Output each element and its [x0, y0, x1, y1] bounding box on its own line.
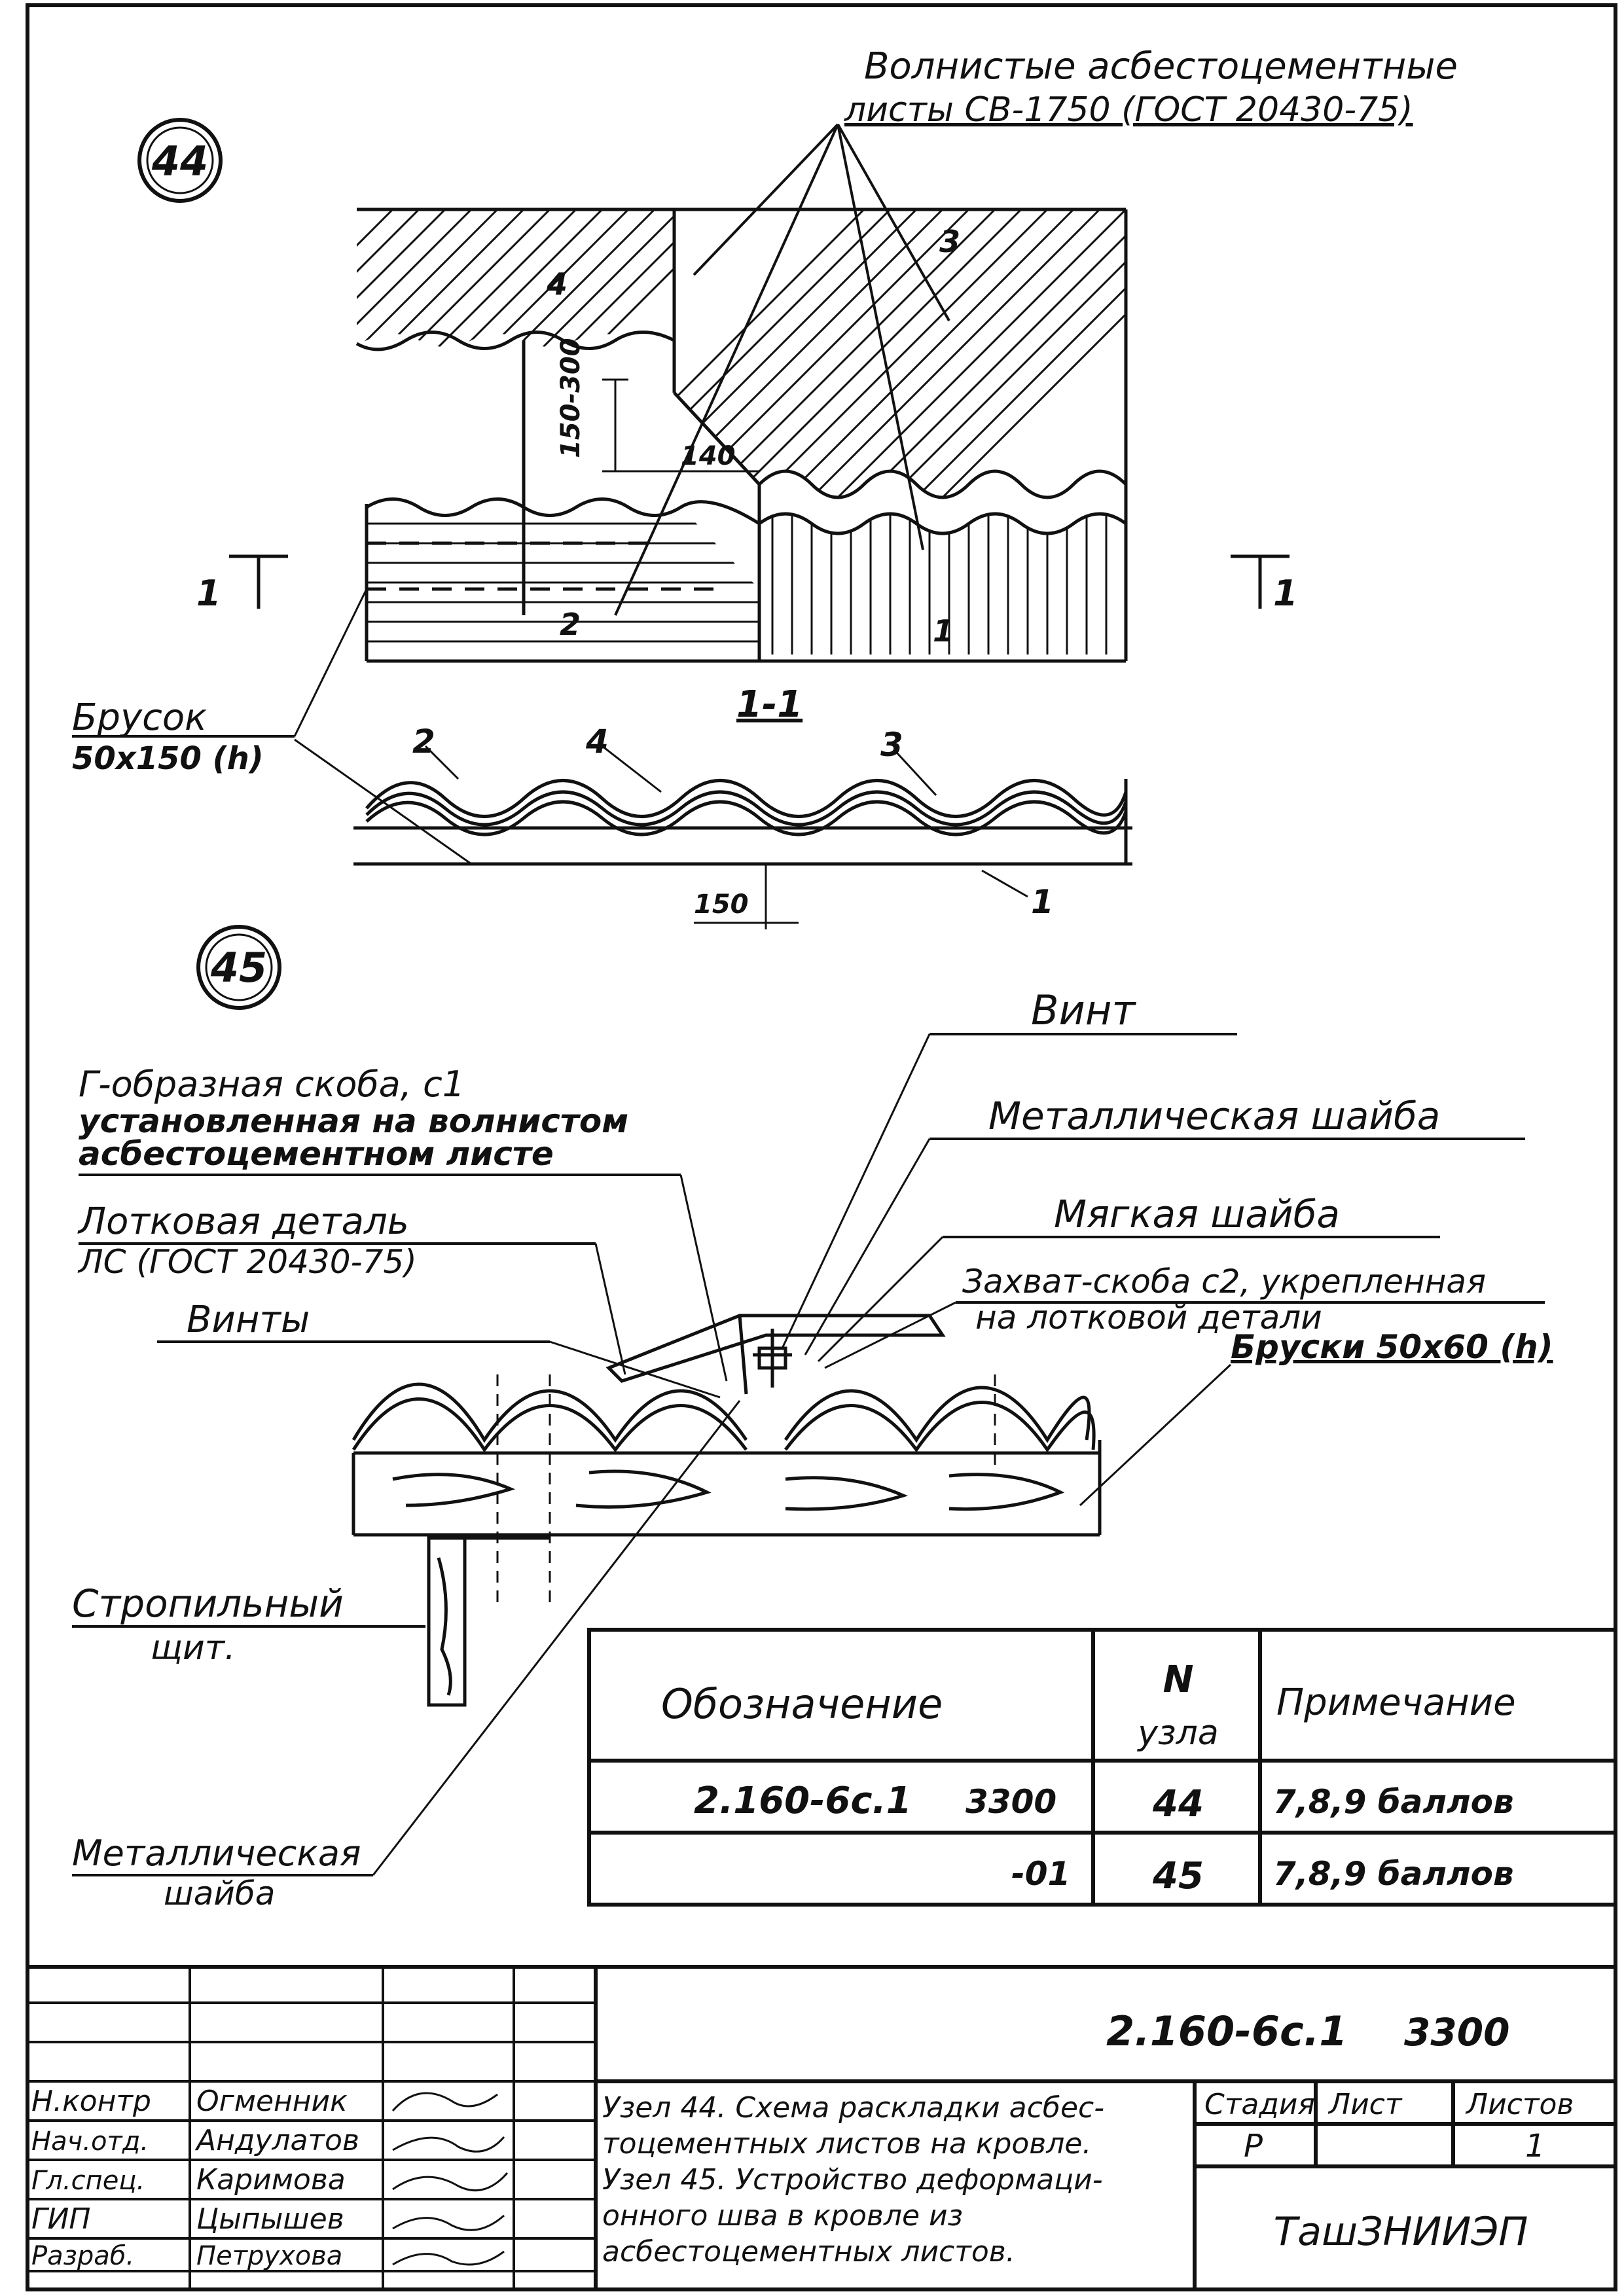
name-3: Цыпышев — [196, 2202, 344, 2236]
table-header-node-line2: узла — [1136, 1713, 1219, 1753]
organization: ТашЗНИИЭП — [1274, 2209, 1528, 2255]
node-45-number: 45 — [210, 944, 267, 992]
plan-sheet-1 — [357, 209, 674, 347]
callout-4: 4 — [546, 266, 568, 302]
label-tray-line1: Лотковая деталь — [77, 1200, 409, 1243]
label-metal-washer-bottom-line2: шайба — [164, 1874, 275, 1912]
title-doc-code: 2.160-6с.1 — [1106, 2007, 1347, 2055]
role-4: Разраб. — [31, 2241, 134, 2271]
section-mark-right: 1 — [1273, 573, 1298, 614]
label-metal-washer-top: Металлическая шайба — [988, 1094, 1440, 1138]
role-1: Нач.отд. — [31, 2126, 149, 2157]
dim-lap: 150-300 — [556, 338, 586, 458]
node-44-marker — [137, 118, 223, 203]
sheets-value: 1 — [1525, 2128, 1545, 2164]
name-2: Каримова — [196, 2163, 346, 2197]
name-4: Петрухова — [196, 2241, 342, 2271]
label-tray-line2: ЛС (ГОСТ 20430-75) — [77, 1243, 417, 1281]
label-bars: Бруски 50x60 (h) — [1231, 1328, 1553, 1366]
section-1-1 — [353, 779, 1132, 866]
wooden-bars — [352, 1440, 1102, 1537]
section-mark-left: 1 — [196, 573, 221, 614]
callout-3: 3 — [939, 224, 960, 259]
brusok-line2: 50x150 (h) — [72, 740, 264, 777]
label-soft-washer: Мягкая шайба — [1054, 1192, 1340, 1236]
sheets-label: Листов — [1465, 2088, 1574, 2121]
row2-note: 7,8,9 баллов — [1273, 1855, 1514, 1893]
sheets-label-line1: Волнистые асбестоцементные — [864, 45, 1458, 88]
row1-node: 44 — [1152, 1783, 1204, 1825]
row1-code: 3300 — [965, 1783, 1056, 1821]
title-block: 2.160-6с.1 3300 Н.контр Огменник Нач.отд… — [27, 1965, 1615, 2289]
label-bracket-line2: установленная на волнистом — [79, 1102, 628, 1140]
label-screws: Винты — [187, 1299, 310, 1341]
brusok-line1: Брусок — [72, 696, 207, 739]
callout-2: 2 — [560, 607, 581, 642]
label-grip-line2: на лотковой детали — [975, 1299, 1322, 1336]
callout-1: 1 — [933, 613, 954, 649]
plan-outlines — [355, 207, 1128, 663]
label-rafter-line2: щит. — [151, 1628, 236, 1668]
section-callout-2: 2 — [412, 723, 435, 761]
section-marks — [229, 554, 1290, 609]
section-callout-4: 4 — [585, 723, 609, 761]
signatures — [391, 2092, 509, 2266]
table-header-designation: Обозначение — [661, 1680, 943, 1728]
plan-sheet-3 — [674, 209, 1126, 497]
node-44: 44 Волнистые асбестоцементные листы СВ-1… — [72, 45, 1458, 929]
section-callout-3: 3 — [880, 726, 903, 764]
role-0: Н.контр — [31, 2085, 151, 2118]
title-line5: асбестоцементных листов. — [602, 2235, 1015, 2269]
section-callout-1: 1 — [1031, 883, 1054, 921]
label-bracket-line1: Г-образная скоба, с1 — [79, 1064, 465, 1105]
row2-code: -01 — [1011, 1855, 1070, 1893]
sheet-frame — [26, 3, 1617, 2291]
role-2: Гл.спец. — [31, 2166, 145, 2196]
stage-label: Стадия — [1204, 2088, 1315, 2121]
title-line4: онного шва в кровле из — [602, 2199, 963, 2233]
row2-node: 45 — [1152, 1855, 1204, 1897]
sheets-label-line2: листы СВ-1750 (ГОСТ 20430-75) — [844, 90, 1413, 130]
node-45: 45 Винт Г-образная скоба, с1 установленн… — [72, 925, 1553, 1912]
row1-designation: 2.160-6с.1 — [694, 1780, 912, 1822]
section-title: 1-1 — [736, 683, 803, 726]
title-line2: тоцементных листов на кровле. — [602, 2127, 1091, 2161]
rafter — [427, 1536, 550, 1707]
dim-150: 150 — [694, 889, 749, 920]
role-3: ГИП — [31, 2202, 91, 2236]
title-line3: Узел 45. Устройство деформаци- — [602, 2163, 1103, 2197]
row1-note: 7,8,9 баллов — [1273, 1783, 1514, 1821]
title-doc-num: 3300 — [1404, 2010, 1509, 2054]
label-rafter-line1: Стропильный — [72, 1581, 344, 1626]
node-45-marker — [196, 925, 281, 1010]
sheet-label: Лист — [1327, 2088, 1403, 2121]
label-grip-line1: Захват-скоба с2, укрепленная — [962, 1263, 1486, 1300]
table-header-note: Примечание — [1276, 1681, 1516, 1724]
section-leaders — [294, 738, 1028, 929]
table-header-node-line1: N — [1163, 1659, 1194, 1701]
stage-value: Р — [1244, 2128, 1263, 2164]
title-line1: Узел 44. Схема раскладки асбес- — [602, 2091, 1104, 2125]
node-44-number: 44 — [151, 137, 208, 185]
label-metal-washer-bottom-line1: Металлическая — [72, 1833, 361, 1874]
hidden-lines — [496, 1374, 996, 1604]
spec-table: Обозначение N узла Примечание 2.160-6с.1… — [587, 1628, 1617, 1907]
label-bracket-line3: асбестоцементном листе — [79, 1135, 554, 1173]
name-1: Андулатов — [194, 2124, 359, 2157]
label-vint: Винт — [1031, 986, 1136, 1034]
plan-dimensions — [602, 378, 759, 473]
dim-140: 140 — [681, 441, 736, 471]
name-0: Огменник — [196, 2085, 348, 2118]
